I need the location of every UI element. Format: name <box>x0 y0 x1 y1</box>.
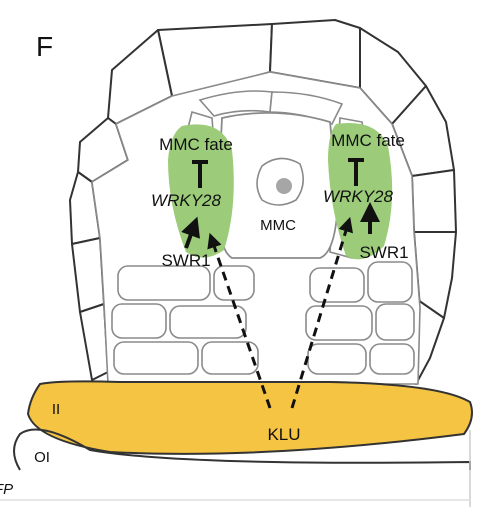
nucellus-cell <box>117 265 211 301</box>
swr1-label-right: SWR1 <box>359 243 408 262</box>
klu-arrow-right <box>290 216 353 409</box>
nucellus-cell <box>111 303 167 339</box>
wrky28-label-left: WRKY28 <box>151 191 221 210</box>
nucellus-cell <box>213 265 255 301</box>
nucellus-cell <box>375 303 415 341</box>
nucellus-cell <box>113 341 199 375</box>
nucellus-cell <box>367 261 413 303</box>
mmc-label: MMC <box>260 217 296 234</box>
panel-label: F <box>36 31 53 62</box>
ii-label: II <box>52 401 60 418</box>
inner-integument <box>26 380 473 455</box>
nucellus-cell <box>305 305 373 341</box>
inhibit-left <box>192 160 208 188</box>
mmc-nucleolus <box>276 178 292 194</box>
fp-label: FP <box>0 481 13 498</box>
outer-integument <box>13 428 471 471</box>
nucellus-cell <box>307 343 367 375</box>
outer-cell <box>411 169 457 233</box>
nucellus-cell <box>369 343 415 375</box>
klu-label: KLU <box>267 425 300 444</box>
outer-cell-layer <box>69 19 457 385</box>
outer-cell <box>71 237 105 313</box>
swr1-label-left: SWR1 <box>161 251 210 270</box>
mmc-fate-label-left: MMC fate <box>159 135 233 154</box>
oi-label: OI <box>34 449 50 466</box>
nucellus-cell <box>169 305 247 339</box>
mmc-cell <box>217 111 339 259</box>
inhibit-right <box>348 158 364 186</box>
nucellus-cell <box>309 267 365 303</box>
nucellus-cell <box>201 341 259 375</box>
mmc-fate-label-right: MMC fate <box>331 131 405 150</box>
swr1-arrow-left <box>181 216 200 249</box>
wrky28-label-right: WRKY28 <box>323 187 393 206</box>
